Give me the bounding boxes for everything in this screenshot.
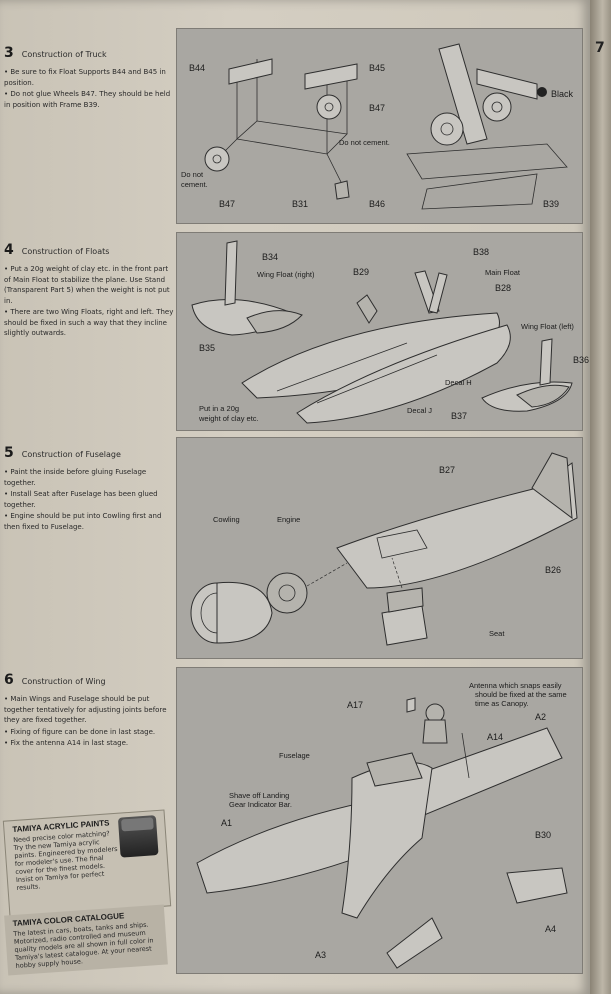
paints-ad: TAMIYA ACRYLIC PAINTS Need precise color…: [2, 809, 172, 918]
label-fuselage: Fuselage: [279, 751, 310, 760]
label-b29: B29: [353, 267, 369, 277]
step-notes: Paint the inside before gluing Fuselage …: [4, 467, 174, 532]
note: Put a 20g weight of clay etc. in the fro…: [4, 264, 174, 306]
label-b46: B46: [369, 199, 385, 209]
label-clay-2: weight of clay etc.: [198, 414, 259, 423]
step-title: Construction of Wing: [21, 677, 106, 686]
label-b37: B37: [451, 411, 467, 421]
label-antenna-note-1: Antenna which snaps easily: [469, 681, 562, 690]
step-4-text: 4 Construction of Floats Put a 20g weigh…: [4, 242, 174, 340]
step-title: Construction of Floats: [21, 247, 110, 256]
label-cement: cement.: [181, 180, 208, 189]
step-number: 4: [4, 242, 14, 258]
label-b39: B39: [543, 199, 559, 209]
label-b34: B34: [262, 252, 278, 262]
step-5-diagram: B27 Cowling Engine B26 Seat: [176, 437, 583, 659]
label-b47-lower: B47: [219, 199, 235, 209]
label-a3: A3: [315, 950, 326, 960]
label-a17: A17: [347, 700, 363, 710]
label-black: Black: [551, 89, 574, 99]
catalogue-ad-text: The latest in cars, boats, tanks and shi…: [13, 920, 154, 970]
paints-ad-text: Need precise color matching? Try the new…: [12, 829, 118, 892]
label-seat: Seat: [489, 629, 505, 638]
instruction-sheet: 3 Construction of Truck Be sure to fix F…: [0, 0, 590, 994]
label-antenna-note-3: time as Canopy.: [475, 699, 529, 708]
label-b47: B47: [369, 103, 385, 113]
label-wing-float-right: Wing Float (right): [257, 270, 315, 279]
next-page-number: 7: [595, 40, 605, 56]
step-number: 5: [4, 445, 14, 461]
step-notes: Put a 20g weight of clay etc. in the fro…: [4, 264, 174, 339]
step-notes: Be sure to fix Float Supports B44 and B4…: [4, 67, 174, 110]
note: Paint the inside before gluing Fuselage …: [4, 467, 174, 488]
label-cowling: Cowling: [213, 515, 240, 524]
step-title: Construction of Truck: [21, 50, 107, 59]
label-antenna-note-2: should be fixed at the same: [475, 690, 567, 699]
step-4-diagram: B34 B38 Wing Float (right) B29 Main Floa…: [176, 232, 589, 431]
label-clay-1: Put in a 20g: [199, 404, 239, 413]
label-b28: B28: [495, 283, 511, 293]
label-a4: A4: [545, 924, 556, 934]
label-b35: B35: [199, 343, 215, 353]
label-b45: B45: [369, 63, 385, 73]
next-page-edge: 7: [590, 0, 611, 994]
label-main-float: Main Float: [485, 268, 521, 277]
label-b31: B31: [292, 199, 308, 209]
note: Fixing of figure can be done in last sta…: [4, 727, 174, 738]
step-number: 6: [4, 672, 14, 688]
paint-jar-icon: [117, 815, 159, 858]
note: Fix the antenna A14 in last stage.: [4, 738, 174, 749]
label-decal-j: Decal J: [407, 406, 432, 415]
label-b30: B30: [535, 830, 551, 840]
label-a14: A14: [487, 732, 503, 742]
catalogue-ad: TAMIYA COLOR CATALOGUE The latest in car…: [4, 904, 168, 976]
label-b26: B26: [545, 565, 561, 575]
note: There are two Wing Floats, right and lef…: [4, 307, 174, 339]
note: Main Wings and Fuselage should be put to…: [4, 694, 174, 726]
note: Do not glue Wheels B47. They should be h…: [4, 89, 174, 110]
step-3-text: 3 Construction of Truck Be sure to fix F…: [4, 45, 174, 111]
step-3-diagram: B44 B45 B47 Do not cement. Do not cement…: [176, 28, 583, 224]
label-wing-float-left: Wing Float (left): [521, 322, 574, 331]
note: Engine should be put into Cowling first …: [4, 511, 174, 532]
label-do-not: Do not: [181, 170, 204, 179]
note: Install Seat after Fuselage has been glu…: [4, 489, 174, 510]
label-b44: B44: [189, 63, 205, 73]
label-shave-2: Gear Indicator Bar.: [229, 800, 292, 809]
label-b38: B38: [473, 247, 489, 257]
step-number: 3: [4, 45, 14, 61]
step-notes: Main Wings and Fuselage should be put to…: [4, 694, 174, 749]
label-b36: B36: [573, 355, 589, 365]
step-5-text: 5 Construction of Fuselage Paint the ins…: [4, 445, 174, 533]
note: Be sure to fix Float Supports B44 and B4…: [4, 67, 174, 88]
step-6-text: 6 Construction of Wing Main Wings and Fu…: [4, 672, 174, 750]
label-a2: A2: [535, 712, 546, 722]
label-decal-h: Decal H: [445, 378, 472, 387]
label-a1: A1: [221, 818, 232, 828]
step-6-diagram: Antenna which snaps easily should be fix…: [176, 667, 583, 974]
label-shave-1: Shave off Landing: [229, 791, 289, 800]
label-do-not-cement: Do not cement.: [339, 138, 390, 147]
label-b27: B27: [439, 465, 455, 475]
label-engine: Engine: [277, 515, 300, 524]
step-title: Construction of Fuselage: [21, 450, 121, 459]
